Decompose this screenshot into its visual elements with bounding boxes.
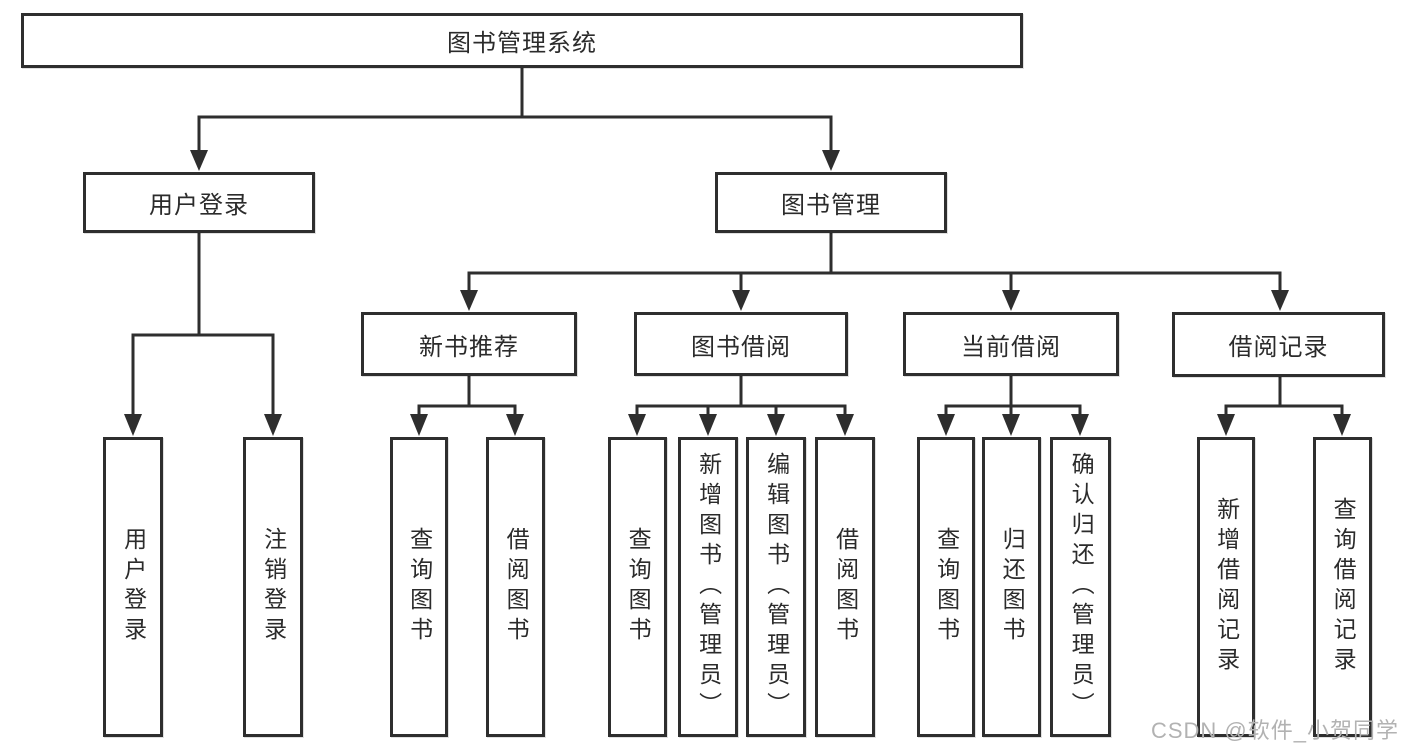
leaf-user-login: 用户登录 (103, 437, 163, 737)
arrow-down-icon (1333, 414, 1351, 436)
node-new-book-recommend: 新书推荐 (361, 312, 577, 376)
connector-current-borrow-to-leaves (937, 374, 1089, 436)
arrow-down-icon (1271, 290, 1289, 311)
leaf-return-books: 归还图书 (982, 437, 1041, 737)
arrow-down-icon (410, 414, 428, 436)
arrow-down-icon (822, 150, 840, 171)
leaf-add-books-admin: 新增图书（管理员） (678, 437, 738, 737)
arrow-down-icon (124, 414, 142, 436)
leaf-newbook-borrow-books: 借阅图书 (486, 437, 545, 737)
connector-root-to-level1 (190, 65, 840, 171)
arrow-down-icon (506, 414, 524, 436)
node-borrow-records: 借阅记录 (1172, 312, 1385, 377)
arrow-down-icon (1071, 414, 1089, 436)
arrow-down-icon (836, 414, 854, 436)
arrow-down-icon (628, 414, 646, 436)
arrow-down-icon (1217, 414, 1235, 436)
node-book-borrow: 图书借阅 (634, 312, 848, 376)
csdn-watermark: CSDN @软件_小贺同学 (1150, 718, 1399, 743)
leaf-borrow-query-books: 查询图书 (608, 437, 667, 737)
connector-borrow-records-to-leaves (1217, 375, 1351, 436)
leaf-logout-login: 注销登录 (243, 437, 303, 737)
connector-book-borrow-to-leaves (628, 374, 854, 436)
node-root: 图书管理系统 (21, 13, 1023, 68)
connector-new-book-to-leaves (410, 374, 524, 436)
node-current-borrow: 当前借阅 (903, 312, 1119, 376)
arrow-down-icon (460, 290, 478, 311)
arrow-down-icon (190, 150, 208, 171)
arrow-down-icon (1002, 414, 1020, 436)
arrow-down-icon (767, 414, 785, 436)
leaf-borrow-borrow-books: 借阅图书 (815, 437, 875, 737)
connector-user-login-to-leaves (124, 231, 282, 436)
arrow-down-icon (264, 414, 282, 436)
arrow-down-icon (937, 414, 955, 436)
leaf-edit-books-admin: 编辑图书（管理员） (746, 437, 806, 737)
connector-book-management-to-level2 (460, 231, 1289, 311)
arrow-down-icon (699, 414, 717, 436)
node-book-management: 图书管理 (715, 172, 947, 233)
leaf-query-borrow-record: 查询借阅记录 (1313, 437, 1372, 737)
arrow-down-icon (1002, 290, 1020, 311)
leaf-confirm-return-admin: 确认归还（管理员） (1050, 437, 1111, 737)
node-user-login: 用户登录 (83, 172, 315, 233)
arrow-down-icon (732, 290, 750, 311)
leaf-newbook-query-books: 查询图书 (390, 437, 448, 737)
leaf-current-query-books: 查询图书 (917, 437, 975, 737)
leaf-add-borrow-record: 新增借阅记录 (1197, 437, 1255, 737)
